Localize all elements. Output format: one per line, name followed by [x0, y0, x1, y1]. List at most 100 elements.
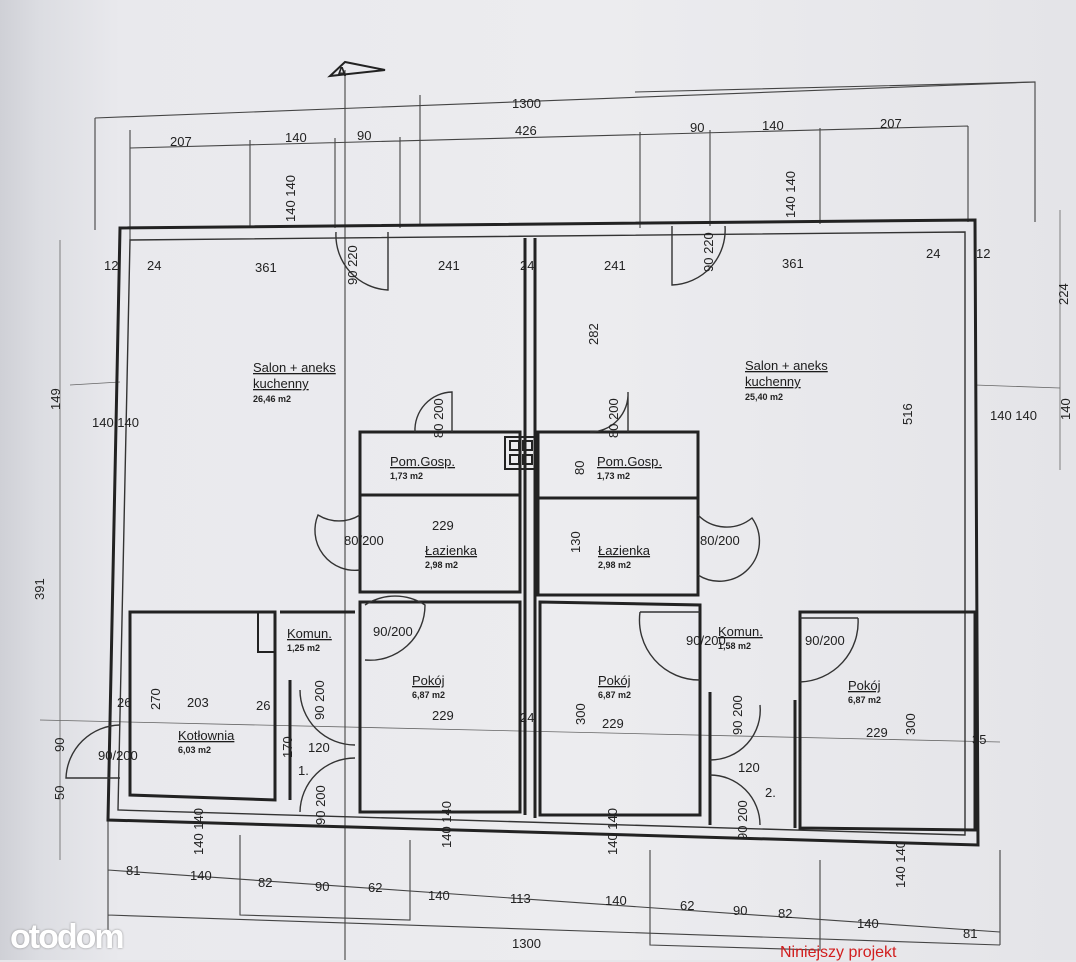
room-name: Pokój	[848, 678, 881, 693]
dimension-label: 90	[315, 879, 329, 894]
dimension-label: 140 140	[92, 415, 139, 430]
dimension-label: 80 200	[431, 398, 446, 438]
dimension-label: 203	[187, 695, 209, 710]
dimension-label: 90/200	[686, 633, 726, 648]
dimension-label: 82	[778, 906, 792, 921]
dimension-label: 300	[903, 713, 918, 735]
dimension-label: 80/200	[700, 533, 740, 548]
dimension-label: 120	[738, 760, 760, 775]
section-marker-label: A	[337, 64, 347, 79]
dimension-lines	[39, 70, 1061, 960]
dimension-label: 140 140	[283, 175, 298, 222]
dimension-label: 2.	[765, 785, 776, 800]
room-label: Pom.Gosp. 1,73 m2	[597, 454, 662, 481]
room-name-line2: kuchenny	[745, 374, 801, 389]
room-area: 1,73 m2	[390, 471, 423, 481]
room-name: Salon + aneks	[745, 358, 828, 373]
room-name-line2: kuchenny	[253, 376, 309, 391]
dimension-label: 81	[963, 926, 977, 941]
dimension-label: 113	[510, 891, 531, 906]
dimension-label: 140	[285, 130, 307, 145]
dimension-label: 50	[52, 786, 67, 800]
room-area: 1,58 m2	[718, 641, 751, 651]
dimension-label: 1300	[512, 936, 541, 951]
dimension-label: 24	[520, 710, 534, 725]
dimension-label: 207	[170, 134, 192, 149]
dimension-label: 140 140	[990, 408, 1037, 423]
room-name: Komun.	[718, 624, 763, 639]
dimension-label: 140 140	[605, 808, 620, 855]
dimension-label: 90	[733, 903, 747, 918]
dimension-label: 170	[280, 736, 295, 758]
dimension-label: 80/200	[344, 533, 384, 548]
dimension-label: 516	[900, 403, 915, 425]
dimension-label: 90	[690, 120, 704, 135]
dimension-label: 90/200	[373, 624, 413, 639]
room-name: Łazienka	[598, 543, 651, 558]
dimension-label: 80	[572, 461, 587, 475]
dimension-label: 1300	[512, 96, 541, 111]
dimension-label: 149	[48, 388, 63, 410]
room-name: Pokój	[598, 673, 631, 688]
room-name: Komun.	[287, 626, 332, 641]
room-area: 25,40 m2	[745, 392, 783, 402]
red-note-text: Niniejszy projekt	[780, 944, 897, 961]
dimension-label: 140 140	[191, 808, 206, 855]
dimension-label: 26	[256, 698, 270, 713]
room-label: Komun. 1,58 m2	[718, 624, 763, 651]
dimension-label: 90 220	[345, 245, 360, 285]
room-name: Pom.Gosp.	[597, 454, 662, 469]
dimension-label: 207	[880, 116, 902, 131]
dimension-label: 1.	[298, 763, 309, 778]
room-label: Pokój 6,87 m2	[412, 673, 445, 700]
dimension-label: 140	[190, 868, 212, 883]
dimension-label: 90 200	[313, 785, 328, 825]
room-label: Pom.Gosp.1,73 m2	[390, 454, 455, 481]
dimension-label: 426	[515, 123, 537, 138]
dimension-label: 12	[976, 246, 990, 261]
dimension-label: 391	[32, 578, 47, 600]
dimension-label: 24	[520, 258, 534, 273]
dimension-label: 282	[586, 323, 601, 345]
room-area: 6,87 m2	[412, 690, 445, 700]
dimension-label: 140	[1058, 398, 1073, 420]
dimension-label: 90 200	[735, 800, 750, 840]
dimension-label: 140	[428, 888, 450, 903]
section-marker	[327, 60, 386, 78]
room-label: Pokój 6,87 m2	[848, 678, 881, 705]
room-name: Pokój	[412, 673, 445, 688]
dimension-label: 90 200	[730, 695, 745, 735]
room-area: 1,73 m2	[597, 471, 630, 481]
dimension-label: 140 140	[893, 841, 908, 888]
dimension-label: 140	[857, 916, 879, 931]
dimension-label: 90	[357, 128, 371, 143]
dimension-label: 270	[148, 688, 163, 710]
dimension-label: 24	[926, 246, 940, 261]
room-name: Salon + aneks	[253, 360, 336, 375]
room-area: 6,03 m2	[178, 745, 211, 755]
dimension-label: 229	[432, 518, 454, 533]
door-swings	[65, 225, 859, 826]
dimension-label: 361	[782, 256, 804, 271]
walls	[106, 218, 980, 847]
dimension-label: 26	[117, 695, 131, 710]
dimension-label: 12	[104, 258, 118, 273]
dimension-label: 90 220	[701, 232, 716, 272]
dimension-label: 130	[568, 531, 583, 553]
room-area: 6,87 m2	[848, 695, 881, 705]
dimension-label: 90	[52, 738, 67, 752]
room-area: 2,98 m2	[425, 560, 458, 570]
room-label: Pokój 6,87 m2	[598, 673, 631, 700]
dimension-label: 35	[972, 732, 986, 747]
dimension-label: 229	[602, 716, 624, 731]
dimension-labels: 1300 207 140 90 426 90 140 207 140 140 140 140 12 2…	[32, 96, 1073, 951]
dimension-label: 90/200	[805, 633, 845, 648]
dimension-label: 81	[126, 863, 140, 878]
room-area: 6,87 m2	[598, 690, 631, 700]
